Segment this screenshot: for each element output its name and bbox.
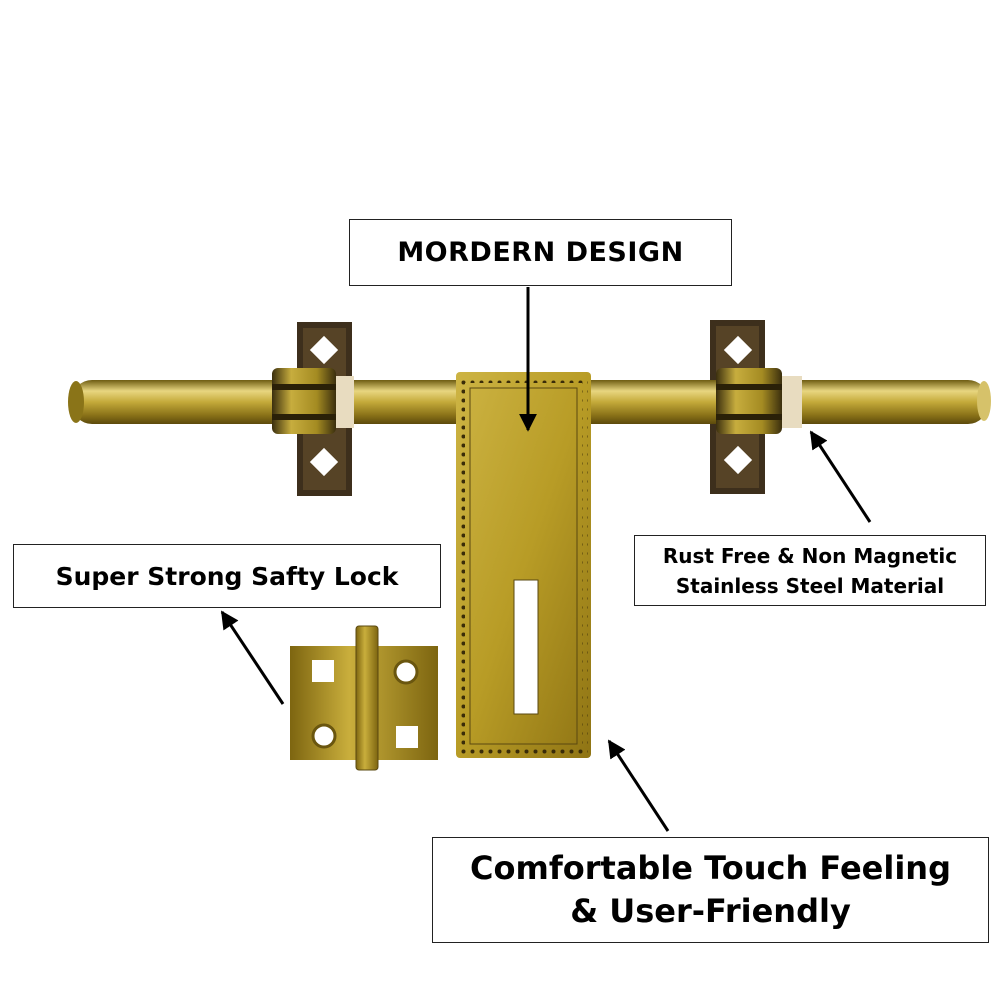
safety-lock: [290, 625, 438, 771]
right-collar: [716, 368, 802, 434]
touch-text-line1: Comfortable Touch Feeling: [470, 849, 951, 887]
modern-design-label: MORDERN DESIGN: [349, 219, 732, 286]
material-text-line2: Stainless Steel Material: [675, 573, 945, 598]
arrow-touch: [607, 739, 670, 832]
safety-lock-text: Super Strong Safty Lock: [55, 561, 399, 591]
arrow-safety-lock: [220, 610, 285, 705]
safety-lock-label: Super Strong Safty Lock: [13, 544, 441, 608]
hasp-plate: [456, 372, 591, 758]
arrow-material: [809, 430, 872, 523]
touch-text-line2: & User-Friendly: [570, 892, 851, 930]
left-collar: [272, 368, 354, 434]
modern-design-text: MORDERN DESIGN: [397, 237, 684, 268]
material-label: Rust Free & Non Magnetic Stainless Steel…: [634, 535, 986, 606]
material-text-line1: Rust Free & Non Magnetic: [662, 543, 958, 568]
touch-feeling-label: Comfortable Touch Feeling & User-Friendl…: [432, 837, 989, 943]
